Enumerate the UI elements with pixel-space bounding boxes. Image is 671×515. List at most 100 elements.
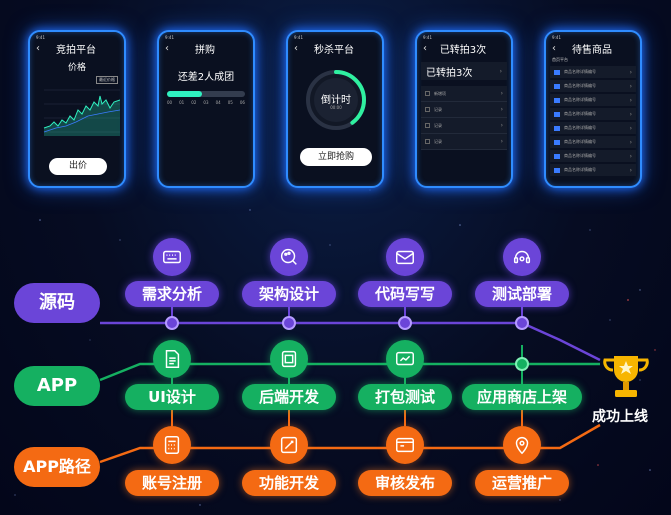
chevron-right-icon: › [629, 110, 632, 118]
launch-success-label: 成功上线 [592, 409, 648, 425]
keyboard-icon[interactable] [153, 238, 191, 276]
step-review-publish[interactable]: 审核发布 [358, 470, 452, 496]
resale-row[interactable]: 新增项› [421, 86, 507, 102]
chevron-right-icon: › [500, 138, 503, 145]
back-arrow-icon[interactable]: ‹ [36, 42, 40, 54]
server-icon[interactable] [270, 340, 308, 378]
status-bar-time: 9:41 [165, 35, 174, 40]
step-operation-promo[interactable]: 运营推广 [475, 470, 569, 496]
step-requirement-analysis[interactable]: 需求分析 [125, 281, 219, 307]
headset-icon[interactable] [503, 238, 541, 276]
for-sale-phone: 9:41 ‹ 待售商品 首页平台 商品名称详情编号›商品名称详情编号›商品名称详… [544, 30, 642, 188]
progress-tick: 05 [227, 100, 233, 105]
resale-title: 已转拍3次 [439, 44, 487, 56]
resale-list: 新增项›记录›记录›记录› [421, 86, 507, 150]
monitor-chart-icon[interactable] [386, 340, 424, 378]
back-arrow-icon[interactable]: ‹ [165, 42, 169, 54]
product-icon [554, 125, 560, 131]
item-label: 商品名称详情编号 [564, 125, 596, 130]
source-node [282, 316, 296, 330]
back-arrow-icon[interactable]: ‹ [423, 42, 427, 54]
step-store-release[interactable]: 应用商店上架 [462, 384, 582, 410]
for-sale-item[interactable]: 商品名称详情编号 › [550, 164, 636, 176]
chevron-right-icon: › [629, 138, 632, 146]
item-label: 商品名称详情编号 [564, 139, 596, 144]
chevron-right-icon: › [629, 68, 632, 76]
resale-count-row[interactable]: 已转拍3次 › [421, 62, 507, 80]
calculator-icon[interactable] [153, 426, 191, 464]
item-label: 商品名称详情编号 [564, 153, 596, 158]
step-package-test[interactable]: 打包测试 [358, 384, 452, 410]
auction-title: 竞拍平台 [56, 44, 96, 56]
document-icon[interactable] [153, 340, 191, 378]
product-icon [554, 83, 560, 89]
step-test-deploy[interactable]: 测试部署 [475, 281, 569, 307]
trophy-icon [603, 356, 649, 397]
step-architecture-design[interactable]: 架构设计 [242, 281, 336, 307]
resale-row-label: 记录 [434, 106, 442, 112]
flash-title: 秒杀平台 [314, 44, 354, 56]
step-backend-dev[interactable]: 后端开发 [242, 384, 336, 410]
for-sale-item[interactable]: 商品名称详情编号› [550, 94, 636, 106]
row-icon [425, 123, 430, 128]
step-ui-design[interactable]: UI设计 [125, 384, 219, 410]
auction-phone: 9:41 ‹ 竞拍平台 价格 最近价格 出价 [28, 30, 126, 188]
row-icon [425, 91, 430, 96]
item-label: 商品名称详情编号 [564, 111, 596, 116]
buy-now-button[interactable]: 立即抢购 [300, 148, 372, 166]
step-code-writing[interactable]: 代码写写 [358, 281, 452, 307]
chevron-right-icon: › [500, 90, 503, 97]
for-sale-list: 商品名称详情编号 › 商品名称详情编号 › 商品名称详情编号 › 商品名称详情编号 › 商品名称… [546, 66, 640, 176]
step-account-register[interactable]: 账号注册 [125, 470, 219, 496]
mail-icon[interactable] [386, 238, 424, 276]
row-icon [425, 139, 430, 144]
browser-window-icon[interactable] [386, 426, 424, 464]
countdown-label: 倒计时 [321, 95, 351, 106]
progress-tick: 03 [203, 100, 209, 105]
group-progress-fill [167, 91, 203, 97]
price-label: 价格 [67, 63, 86, 73]
for-sale-item[interactable]: 商品名称详情编号 › [550, 108, 636, 120]
item-label: 商品名称详情编号 [564, 69, 596, 74]
row-label-source[interactable]: 源码 [14, 283, 100, 323]
chevron-right-icon: › [629, 124, 632, 132]
edit-pen-icon[interactable] [270, 426, 308, 464]
chevron-right-icon: › [629, 166, 632, 174]
back-arrow-icon[interactable]: ‹ [552, 42, 556, 54]
location-pin-icon[interactable] [503, 426, 541, 464]
progress-tick: 06 [239, 100, 245, 105]
for-sale-title: 待售商品 [572, 44, 612, 56]
for-sale-item[interactable]: 商品名称详情编号 › [550, 150, 636, 162]
resale-row[interactable]: 记录 › [421, 102, 507, 118]
product-icon [554, 153, 560, 159]
back-arrow-icon[interactable]: ‹ [294, 42, 298, 54]
source-node [165, 316, 179, 330]
for-sale-item[interactable]: 商品名称详情编号 › [550, 136, 636, 148]
palette-search-icon[interactable] [270, 238, 308, 276]
for-sale-item[interactable]: 商品名称详情编号 › [550, 66, 636, 78]
price-chart [43, 89, 120, 136]
row-label-app-path[interactable]: APP路径 [14, 447, 100, 487]
chevron-right-icon: › [500, 106, 503, 113]
resale-row[interactable]: 记录› [421, 118, 507, 134]
for-sale-item[interactable]: 商品名称详情编号 › [550, 122, 636, 134]
resale-row[interactable]: 记录 › [421, 134, 507, 150]
row-label-app[interactable]: APP [14, 366, 100, 406]
countdown-time: 00:00 [330, 105, 342, 110]
step-feature-dev[interactable]: 功能开发 [242, 470, 336, 496]
item-label: 商品名称详情编号 [564, 167, 596, 172]
progress-tick: 04 [215, 100, 221, 105]
product-icon [554, 69, 560, 75]
chevron-right-icon: › [629, 152, 632, 160]
price-tag[interactable]: 最近价格 [96, 76, 118, 84]
resale-row-label: 记录 [434, 138, 442, 144]
bid-button[interactable]: 出价 [49, 158, 107, 175]
product-icon [554, 167, 560, 173]
chevron-right-icon: › [629, 96, 632, 104]
product-icon [554, 111, 560, 117]
product-icon [554, 139, 560, 145]
for-sale-item[interactable]: 商品名称详情编号› [550, 80, 636, 92]
